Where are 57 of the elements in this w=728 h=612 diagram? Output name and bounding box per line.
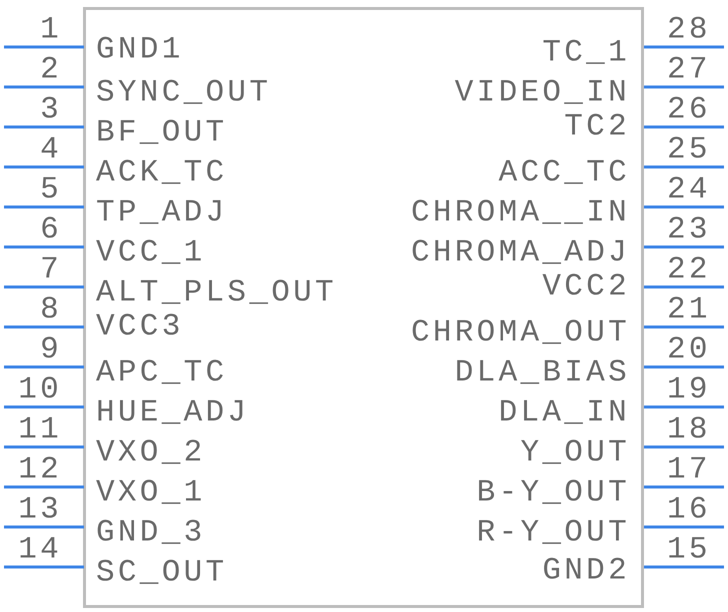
pin-name: APC_TC <box>96 358 228 388</box>
pin-name: VCC3 <box>96 312 184 342</box>
pin-number: 19 <box>667 374 711 406</box>
pin-number: 2 <box>40 54 62 86</box>
pin-name: BF_OUT <box>96 118 228 148</box>
pin-number: 1 <box>40 14 62 46</box>
pin-number: 22 <box>667 254 711 286</box>
pin-number: 21 <box>667 294 711 326</box>
pin-name: TC_1 <box>542 38 630 68</box>
pin-name: SYNC_OUT <box>96 78 272 108</box>
pin-name: VCC2 <box>542 272 630 302</box>
pin-name: B-Y_OUT <box>476 478 630 508</box>
pin-name: Y_OUT <box>520 438 630 468</box>
pin-number: 26 <box>667 94 711 126</box>
pin-name: CHROMA_OUT <box>410 318 630 348</box>
pin-name: GND2 <box>542 556 630 586</box>
pin-number: 28 <box>667 14 711 46</box>
pin-name: DLA_BIAS <box>454 358 630 388</box>
pin-number: 16 <box>667 494 711 526</box>
pin-number: 3 <box>40 94 62 126</box>
pin-name: CHROMA__IN <box>410 198 630 228</box>
pin-number: 8 <box>40 294 62 326</box>
pin-number: 13 <box>18 494 62 526</box>
pin-number: 17 <box>667 454 711 486</box>
pin-number: 11 <box>18 414 62 446</box>
pin-number: 6 <box>40 214 62 246</box>
pin-number: 5 <box>40 174 62 206</box>
pin-number: 10 <box>18 374 62 406</box>
pin-number: 25 <box>667 134 711 166</box>
pin-name: GND_3 <box>96 518 206 548</box>
pin-name: VCC_1 <box>96 238 206 268</box>
pin-name: HUE_ADJ <box>96 398 250 428</box>
pin-name: VXO_2 <box>96 438 206 468</box>
pin-name: SC_OUT <box>96 558 228 588</box>
pin-name: ALT_PLS_OUT <box>96 278 337 308</box>
pin-number: 9 <box>40 334 62 366</box>
pin-name: DLA_IN <box>498 398 630 428</box>
pin-name: VXO_1 <box>96 478 206 508</box>
pin-number: 24 <box>667 174 711 206</box>
pin-number: 18 <box>667 414 711 446</box>
pin-number: 15 <box>667 534 711 566</box>
pin-name: GND1 <box>96 34 184 66</box>
pin-name: ACC_TC <box>498 158 630 188</box>
pin-number: 4 <box>40 134 62 166</box>
pin-name: TC2 <box>564 112 630 142</box>
pin-name: CHROMA_ADJ <box>410 238 630 268</box>
pin-number: 12 <box>18 454 62 486</box>
chip-body <box>83 7 644 608</box>
pin-name: TP_ADJ <box>96 198 228 228</box>
pin-name: VIDEO_IN <box>454 78 630 108</box>
pin-number: 14 <box>18 534 62 566</box>
pin-name: R-Y_OUT <box>476 518 630 548</box>
pin-number: 23 <box>667 214 711 246</box>
pin-number: 7 <box>40 254 62 286</box>
pin-number: 20 <box>667 334 711 366</box>
pin-number: 27 <box>667 54 711 86</box>
pin-name: ACK_TC <box>96 158 228 188</box>
